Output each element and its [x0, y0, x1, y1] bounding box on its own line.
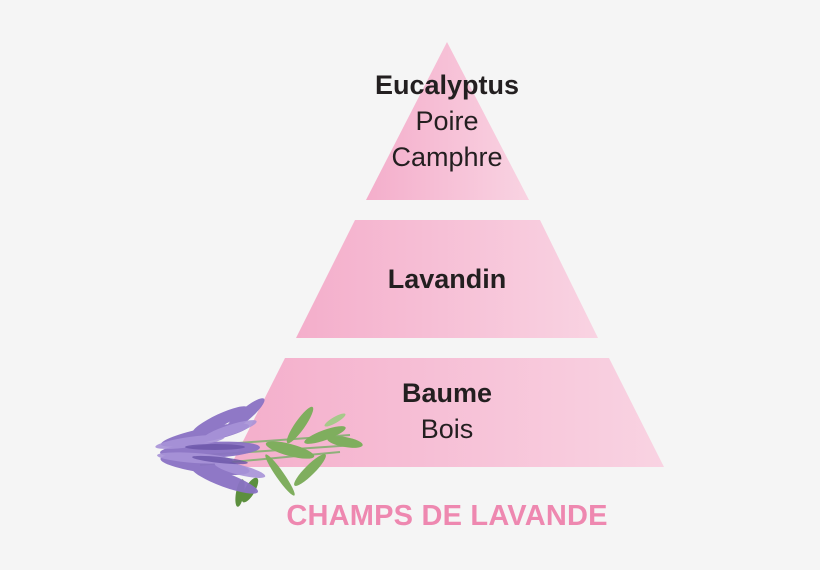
- note-poire: Poire: [415, 106, 479, 136]
- tier-base-notes: Baume Bois: [247, 375, 647, 447]
- note-baume: Baume: [401, 378, 493, 408]
- fragrance-title: CHAMPS DE LAVANDE: [286, 500, 608, 532]
- note-eucalyptus: Eucalyptus: [374, 70, 520, 100]
- note-bois: Bois: [420, 414, 474, 444]
- note-camphre: Camphre: [391, 142, 503, 172]
- pyramid-tier-middle: [296, 220, 598, 338]
- lavender-bouquet-icon: [155, 398, 363, 507]
- tier-middle-notes: Lavandin: [247, 261, 647, 297]
- pyramid-tier-top: [366, 42, 529, 200]
- note-lavandin: Lavandin: [387, 264, 507, 294]
- tier-top-notes: Eucalyptus Poire Camphre: [247, 67, 647, 175]
